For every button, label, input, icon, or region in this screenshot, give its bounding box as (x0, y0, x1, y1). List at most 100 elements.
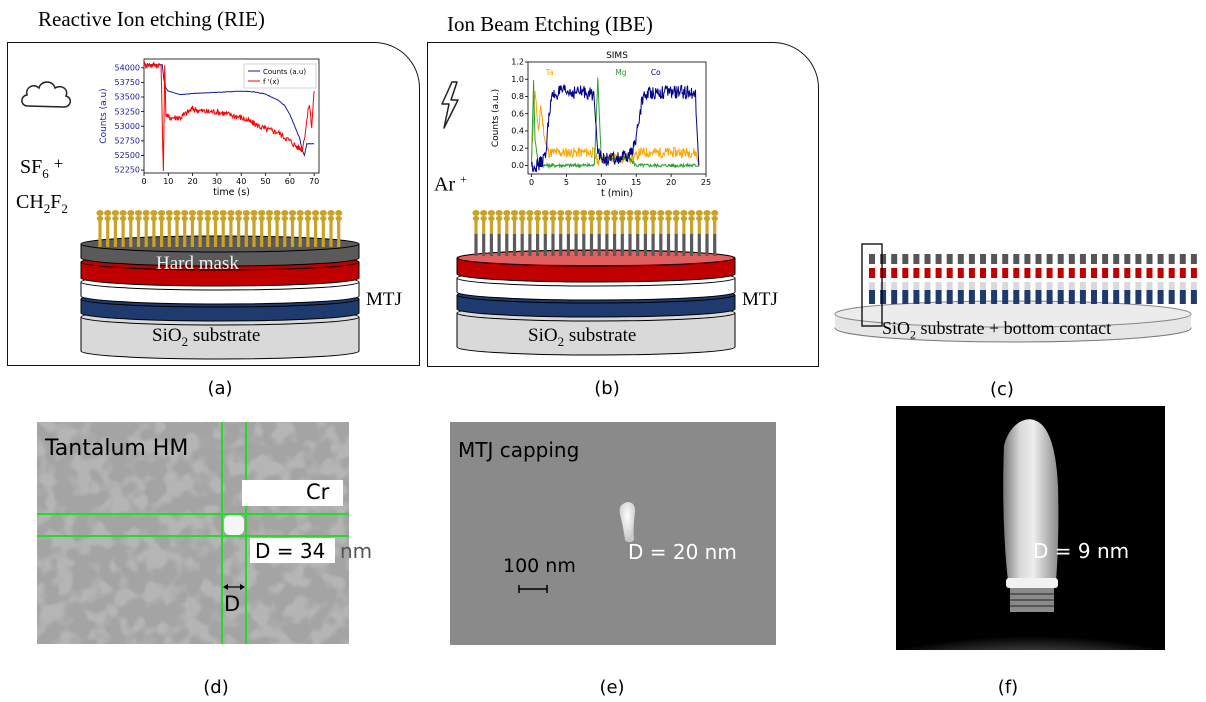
pillar-cap-lower (626, 215, 634, 222)
pillar-cap-lower (526, 215, 534, 222)
pillar-cap-lower (266, 215, 273, 222)
y-tick-label: 53000 (115, 122, 140, 131)
substrate-b-pre: SiO (528, 325, 558, 346)
pillar-c-segment (1102, 254, 1109, 264)
mtj-label-a: MTJ (366, 289, 402, 310)
pillar-cap-lower (696, 215, 703, 222)
pillar-c-segment (1168, 290, 1175, 304)
pillar-cap (219, 210, 227, 216)
pillar-cap-lower (135, 215, 142, 222)
etched-red-surface (459, 251, 733, 265)
pillar-cap (680, 210, 688, 216)
y-tick-label: 52750 (115, 137, 140, 146)
pillar-cap (235, 210, 243, 216)
pillar-c-segment (1168, 278, 1175, 282)
substrate-c-post: substrate + bottom contact (916, 318, 1112, 338)
pillar-c-segment (1046, 254, 1053, 264)
pillar-cap-lower (503, 215, 510, 222)
pillar-top-view (518, 502, 636, 593)
pillar-c-segment (1157, 268, 1164, 278)
pillar-c-segment (880, 278, 887, 282)
rie-layer-stack (80, 210, 360, 360)
pillar-c-segment (1190, 278, 1197, 282)
cr-label: Cr (306, 480, 330, 504)
pillar-cap (142, 210, 150, 216)
pillar-c-segment (991, 254, 998, 264)
pillar-cap-lower (596, 215, 603, 222)
diameter-label-e: D = 20 nm (628, 540, 737, 564)
caption-a: (a) (207, 378, 233, 399)
substrate-label-b: SiO2 substrate (528, 325, 636, 350)
pillar-c-segment (935, 268, 942, 278)
substrate-a-sub: 2 (181, 333, 189, 349)
pillar-cap-lower (119, 215, 127, 222)
x-tick-label: 30 (212, 177, 222, 186)
pillar-c-segment (1146, 268, 1153, 278)
pillar-c-segment (869, 268, 875, 278)
pillar-c-segment (968, 268, 975, 278)
pillar-cap (510, 210, 519, 216)
pillar-cap-lower (273, 215, 281, 222)
mtj-label-b: MTJ (742, 289, 778, 310)
pillar-cap-lower (204, 215, 211, 222)
substrate-disc-top (834, 300, 1192, 328)
pillar-c-segment (913, 268, 920, 278)
pillar-c-segment (957, 290, 964, 304)
d-arrow-head-right (240, 584, 245, 590)
diameter-value-d: D = 34 (255, 539, 326, 563)
argon-sup: + (460, 172, 467, 186)
pillar-c-segment (1002, 278, 1009, 282)
substrate-a-post: substrate (188, 325, 261, 346)
pillar-cap-lower (665, 215, 672, 222)
pillar-cap (618, 210, 626, 216)
pillar-cap (657, 210, 665, 216)
pillar-cap (572, 210, 580, 216)
pillar-cap-lower (281, 215, 288, 222)
sem-image-e: MTJ capping 100 nm D = 20 nm (450, 422, 776, 645)
pillar-cap-lower (320, 215, 327, 222)
pillar-c-segment (1124, 278, 1131, 282)
pillar-c-segment (913, 282, 920, 290)
lightning-icon (441, 81, 459, 129)
y-tick-label: 0.8 (511, 92, 524, 101)
pillar-c-segment (1013, 254, 1020, 264)
pillar-c-segment (1057, 264, 1064, 268)
pillar-cap (580, 210, 588, 216)
pillar-cap (541, 210, 549, 216)
panel-b-title: Ion Beam Etching (IBE) (447, 12, 653, 36)
pillar-c-segment (1057, 254, 1064, 264)
pillar-cap (258, 210, 266, 216)
hard-mask-layer-top (80, 235, 360, 253)
y-axis-label: Counts (a.u) (99, 88, 109, 143)
caption-f: (f) (997, 677, 1019, 698)
pillar-c-segment (869, 282, 875, 290)
pillar-c-segment (1135, 264, 1142, 268)
pillar-c-segment (1168, 268, 1175, 278)
pillar-c-segment (891, 268, 898, 278)
pillar-cap (134, 210, 143, 216)
pillar-cap-lower (711, 215, 718, 222)
tantalum-hm-label: Tantalum HM (45, 436, 189, 461)
pillar-cap-lower (112, 215, 119, 222)
series-line-mg (531, 77, 699, 170)
pillar-cap (611, 210, 619, 216)
pillar-cap (204, 210, 212, 216)
pillar-c-segment (1146, 290, 1153, 304)
pillar-cap-lower (703, 215, 711, 222)
caption-b: (b) (594, 378, 620, 399)
pillar-c-segment (1046, 290, 1053, 304)
pillar-c-segment (891, 290, 898, 304)
pillar-c-segment (1102, 264, 1109, 268)
pillar-c-segment (1057, 290, 1064, 304)
pillar-c-segment (924, 254, 931, 264)
pillar-cap-lower (511, 215, 518, 222)
pillar-cap (472, 210, 480, 216)
pillar-c-segment (1102, 268, 1109, 278)
pillar-cap (518, 210, 526, 216)
pillar-cap (173, 210, 181, 216)
gas-ch: CH (16, 191, 44, 213)
pillar-cap (335, 210, 343, 216)
pillar-c-segment (902, 278, 909, 282)
pillar-c-segment (1179, 268, 1186, 278)
